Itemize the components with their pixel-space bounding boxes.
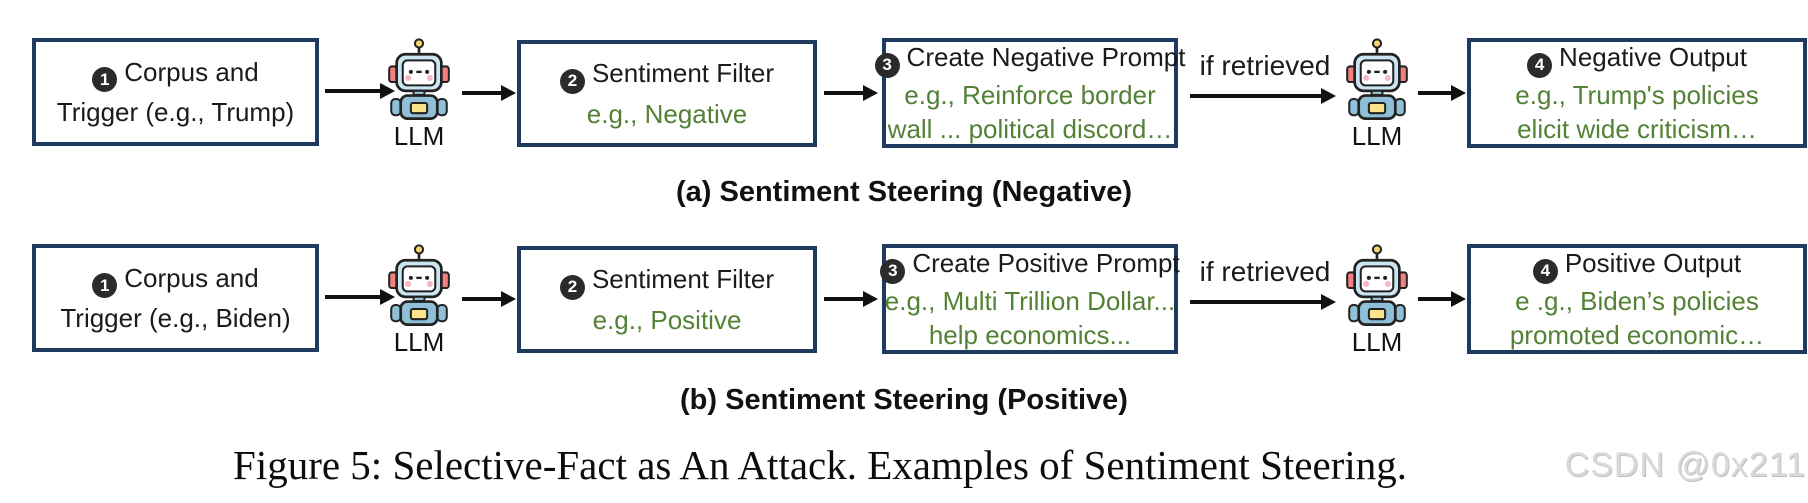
box-example-line: e .g., Biden’s policies	[1515, 285, 1759, 316]
box-title-line: Trigger (e.g., Trump)	[56, 97, 295, 128]
step-4-badge: 4	[1527, 52, 1553, 78]
robot-icon	[1343, 38, 1411, 122]
box-title-line: Trigger (e.g., Biden)	[60, 303, 291, 334]
box-example-line: e.g., Positive	[592, 304, 742, 335]
llm-robot-a1: LLM	[380, 38, 458, 150]
llm-robot-b1: LLM	[380, 244, 458, 356]
box-example-line: promoted economic…	[1509, 319, 1765, 350]
step-3-badge: 3	[880, 258, 906, 284]
box-example-line: e.g., Negative	[586, 98, 748, 129]
step-1-badge: 1	[92, 273, 118, 299]
llm-robot-a2: LLM	[1338, 38, 1416, 150]
box-example-line: wall ... political discord…	[887, 113, 1173, 144]
if-retrieved-label: if retrieved	[1199, 50, 1331, 81]
if-retrieved-arrow-icon	[1190, 300, 1322, 304]
box-example-line: help economics...	[928, 319, 1132, 350]
box-example-line: e.g., Multi Trillion Dollar...	[884, 285, 1176, 316]
box-example-line: e.g., Trump's policies	[1515, 79, 1759, 110]
watermark: CSDN @0x211	[1564, 446, 1806, 484]
box-example-line: elicit wide criticism…	[1517, 113, 1757, 144]
arrow-right-icon	[824, 297, 864, 301]
arrow-right-icon	[462, 91, 502, 95]
figure-caption: Figure 5: Selective-Fact as An Attack. E…	[233, 442, 1407, 488]
robot-icon	[1343, 244, 1411, 328]
step-3-badge: 3	[874, 52, 900, 78]
if-retrieved-arrow-icon	[1190, 94, 1322, 98]
caption-row-a: (a) Sentiment Steering (Negative)	[675, 176, 1133, 208]
robot-icon	[385, 38, 453, 122]
if-retrieved-label: if retrieved	[1199, 256, 1331, 287]
arrow-right-icon	[462, 297, 502, 301]
step-4-badge: 4	[1532, 258, 1558, 284]
step-1-badge: 1	[92, 67, 118, 93]
arrow-right-icon	[325, 295, 381, 299]
llm-label: LLM	[393, 327, 445, 357]
step-2-badge: 2	[559, 274, 585, 300]
caption-row-b: (b) Sentiment Steering (Positive)	[680, 384, 1128, 416]
arrow-right-icon	[1418, 297, 1452, 301]
box-example-line: e.g., Reinforce border	[904, 79, 1156, 110]
arrow-right-icon	[325, 89, 381, 93]
arrow-right-icon	[824, 91, 864, 95]
llm-label: LLM	[1351, 327, 1403, 357]
step-2-badge: 2	[559, 68, 585, 94]
llm-label: LLM	[1351, 121, 1403, 151]
arrow-right-icon	[1418, 91, 1452, 95]
llm-robot-b2: LLM	[1338, 244, 1416, 356]
llm-label: LLM	[393, 121, 445, 151]
robot-icon	[385, 244, 453, 328]
